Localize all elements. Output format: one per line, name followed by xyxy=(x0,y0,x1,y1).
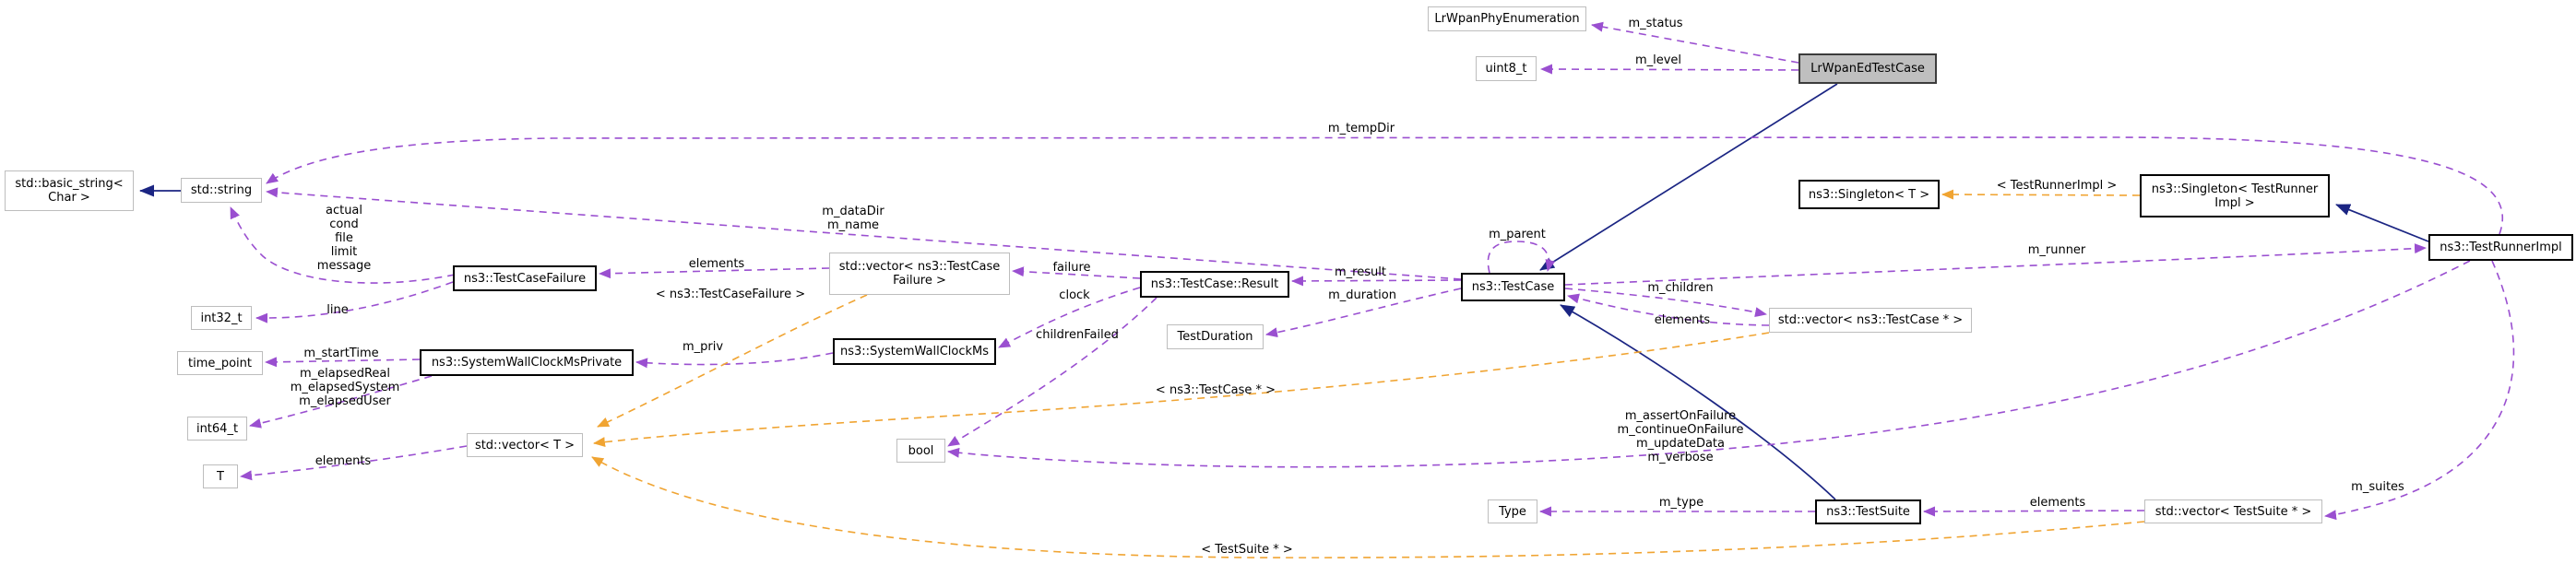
node-lrwpan-ed-test-case: LrWpanEdTestCase xyxy=(1798,53,1937,84)
node-test-case-result[interactable]: ns3::TestCase::Result xyxy=(1140,271,1289,298)
edge-label-elements-children: elements xyxy=(1654,313,1711,327)
node-test-duration: TestDuration xyxy=(1167,324,1264,349)
edge-label-m-duration: m_duration xyxy=(1328,288,1396,302)
edge-label-m-parent: m_parent xyxy=(1489,228,1546,241)
edge-label-elapsed-members: m_elapsedReal m_elapsedSystem m_elapsedU… xyxy=(290,367,400,408)
node-t: T xyxy=(203,464,238,488)
node-test-runner-impl[interactable]: ns3::TestRunnerImpl xyxy=(2428,234,2573,261)
edge-label-m-priv: m_priv xyxy=(682,340,724,354)
node-std-string: std::string xyxy=(181,178,262,203)
node-singleton-test-runner-impl[interactable]: ns3::Singleton< TestRunner Impl > xyxy=(2140,174,2330,217)
edge-label-m-starttime: m_startTime xyxy=(303,347,379,360)
edge-label-string-members: actual cond file limit message xyxy=(316,204,372,273)
edge-label-tpl-test-suite-ptr: < TestSuite * > xyxy=(1201,543,1293,557)
node-int32-t: int32_t xyxy=(191,306,252,330)
edge-label-line: line xyxy=(326,303,349,317)
node-system-wall-clock-ms-private[interactable]: ns3::SystemWallClockMsPrivate xyxy=(420,349,634,376)
node-std-vector-test-case-ptr: std::vector< ns3::TestCase * > xyxy=(1769,308,1972,333)
node-uint8-t: uint8_t xyxy=(1476,56,1537,81)
edge-label-elements-vector-t: elements xyxy=(315,454,372,468)
edge-label-bool-members: m_assertOnFailure m_continueOnFailure m_… xyxy=(1617,409,1744,464)
node-int64-t: int64_t xyxy=(187,417,247,441)
node-std-vector-t: std::vector< T > xyxy=(467,433,583,457)
edge-label-tpl-test-runner-impl: < TestRunnerImpl > xyxy=(1996,179,2118,193)
edge-label-m-suites: m_suites xyxy=(2351,480,2404,494)
edge-label-elements-suites: elements xyxy=(2029,496,2086,510)
edge-label-m-runner: m_runner xyxy=(2027,243,2086,257)
node-time-point: time_point xyxy=(177,351,263,375)
edge-label-m-datadir-m-name: m_dataDir m_name xyxy=(822,205,884,232)
edge-label-failure: failure xyxy=(1052,261,1091,275)
edge-label-m-status: m_status xyxy=(1628,17,1683,30)
node-std-vector-test-case-failure: std::vector< ns3::TestCase Failure > xyxy=(829,253,1010,295)
edge-label-tpl-test-case-ptr: < ns3::TestCase * > xyxy=(1155,383,1276,397)
edge-label-childrenfailed: childrenFailed xyxy=(1036,328,1119,342)
node-type: Type xyxy=(1488,499,1537,523)
edge-label-tpl-test-case-failure: < ns3::TestCaseFailure > xyxy=(655,288,806,301)
node-std-vector-test-suite-ptr: std::vector< TestSuite * > xyxy=(2144,499,2322,523)
node-lrwpan-phy-enumeration: LrWpanPhyEnumeration xyxy=(1428,6,1586,31)
edge-label-m-type: m_type xyxy=(1658,496,1704,510)
node-std-basic-string: std::basic_string< Char > xyxy=(5,170,134,211)
node-system-wall-clock-ms[interactable]: ns3::SystemWallClockMs xyxy=(833,338,996,365)
edge-label-m-result: m_result xyxy=(1335,265,1386,279)
edge-label-m-children: m_children xyxy=(1647,281,1714,295)
node-test-suite[interactable]: ns3::TestSuite xyxy=(1815,499,1921,524)
node-test-case-failure[interactable]: ns3::TestCaseFailure xyxy=(453,265,597,291)
node-singleton-t[interactable]: ns3::Singleton< T > xyxy=(1798,180,1940,209)
node-test-case[interactable]: ns3::TestCase xyxy=(1461,273,1565,301)
edge-label-elements-failure: elements xyxy=(688,257,745,271)
edge-label-m-tempdir: m_tempDir xyxy=(1327,122,1395,135)
edge-label-m-level: m_level xyxy=(1634,53,1682,67)
node-bool: bool xyxy=(896,439,945,463)
edge-label-clock: clock xyxy=(1059,288,1090,302)
